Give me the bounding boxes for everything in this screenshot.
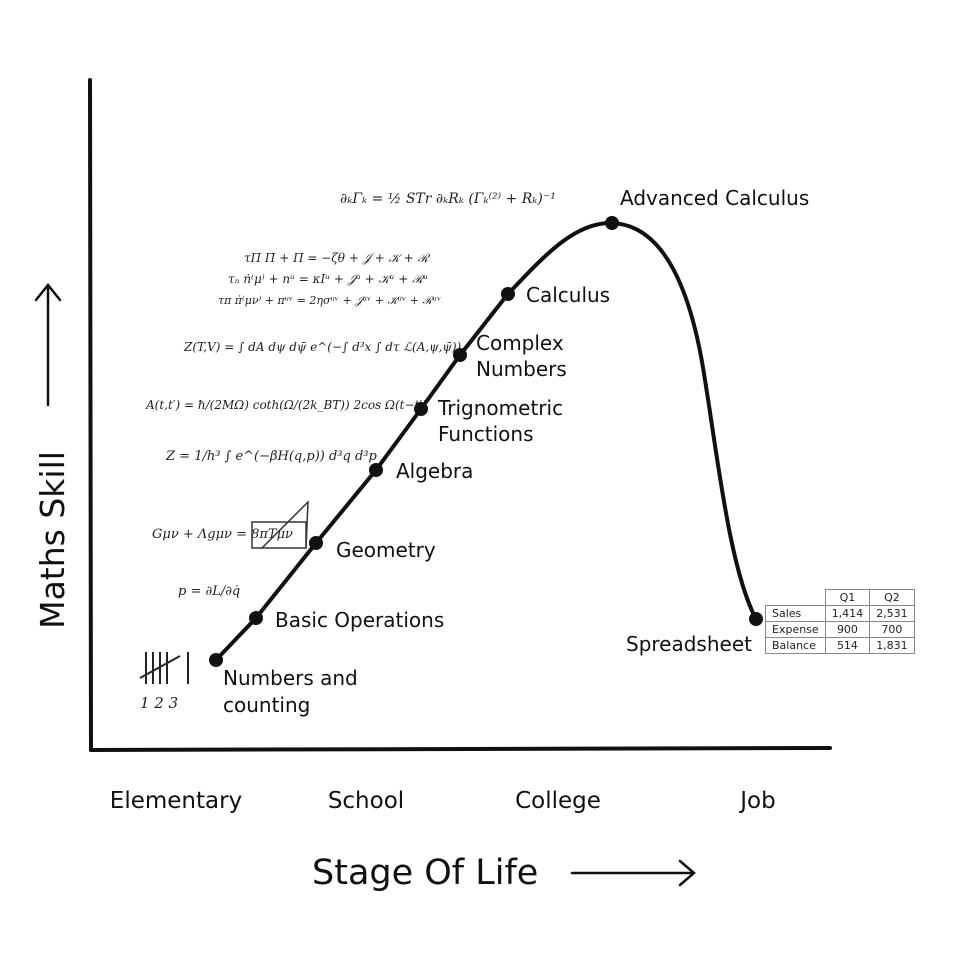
point-marker: [249, 611, 263, 625]
point-label: Calculus: [526, 283, 610, 307]
point-marker: [453, 348, 467, 362]
formula-annotation: Gμν + Λgμν = 8πTμν: [152, 527, 293, 542]
x-axis-title: Stage Of Life: [312, 853, 538, 893]
x-stage-label: School: [328, 788, 404, 814]
formula-annotation: ∂ₖΓₖ = ½ STr ∂ₖRₖ (Γₖ⁽²⁾ + Rₖ)⁻¹: [340, 191, 556, 207]
spreadsheet-cell: 900: [824, 621, 871, 638]
skill-curve-layer: [214, 220, 758, 662]
y-axis-line: [88, 78, 93, 752]
spreadsheet-cell: 1,831: [869, 637, 915, 654]
point-marker: [501, 287, 515, 301]
formula-annotation: Z(T,V) = ∫ dA dψ dψ̄ e^(−∫ d³x ∫ dτ ℒ(A,…: [183, 340, 462, 354]
x-stage-label: College: [515, 788, 601, 814]
point-label: Spreadsheet: [626, 632, 752, 656]
spreadsheet-header-cell: [766, 590, 826, 606]
triangle-sketch-icon: [261, 500, 309, 549]
spreadsheet-cell: 700: [869, 621, 915, 638]
skill-curve: [214, 220, 758, 662]
point-marker: [369, 463, 383, 477]
formula-annotation: τπ π̇⁽μν⁾ + πᵘᵛ = 2ησᵘᵛ + 𝒥ᵘᵛ + 𝒦ᵘᵛ + ℛᵘ…: [218, 294, 441, 307]
y-arrow-icon: [34, 282, 62, 407]
spreadsheet-header-cell: Q1: [824, 589, 871, 606]
tally-marks-icon: [139, 652, 189, 684]
spreadsheet-cell: 514: [824, 637, 871, 654]
y-axis-title: Maths Skill: [33, 451, 72, 629]
point-marker: [749, 612, 763, 626]
point-label: Basic Operations: [275, 608, 444, 632]
spreadsheet-cell: Sales: [765, 605, 826, 622]
x-stage-label: Job: [738, 788, 775, 814]
point-marker: [209, 653, 223, 667]
axes: [88, 78, 832, 752]
formula-annotation: 1 2 3: [140, 694, 178, 712]
point-marker: [309, 536, 323, 550]
spreadsheet-cell: Balance: [765, 637, 826, 654]
x-arrow-icon: [570, 859, 696, 887]
spreadsheet-header-cell: Q2: [869, 589, 915, 606]
spreadsheet-cell: 1,414: [824, 605, 871, 622]
formula-annotation: p = ∂L/∂q̇: [178, 584, 240, 599]
points-layer: [209, 216, 763, 667]
spreadsheet-cell: 2,531: [869, 605, 915, 622]
spreadsheet-cell: Expense: [765, 621, 826, 638]
formula-annotation: A(t,t′) = ħ/(2MΩ) coth(Ω/(2k_BT)) 2cos Ω…: [145, 398, 427, 412]
point-label: Geometry: [336, 538, 436, 562]
formulas-layer: ∂ₖΓₖ = ½ STr ∂ₖRₖ (Γₖ⁽²⁾ + Rₖ)⁻¹ τΠ Π̇ + …: [139, 191, 556, 712]
stage-labels-layer: Elementary School College Job: [110, 788, 776, 814]
formula-annotation: Z = 1/h³ ∫ e^(−βH(q,p)) d³q d³p: [165, 449, 378, 464]
point-marker: [605, 216, 619, 230]
formula-annotation: τΠ Π̇ + Π = −ζθ + 𝒥 + 𝒦 + ℛ: [244, 251, 430, 265]
formula-annotation: τₙ ṅ⁽μ⁾ + nᵘ = κIᵘ + 𝒥ᵘ + 𝒦ᵘ + ℛᵘ: [228, 272, 428, 286]
x-axis-line: [89, 746, 832, 752]
point-marker: [414, 402, 428, 416]
point-label: Algebra: [396, 459, 473, 483]
x-stage-label: Elementary: [110, 788, 242, 814]
point-label: Advanced Calculus: [620, 186, 809, 210]
